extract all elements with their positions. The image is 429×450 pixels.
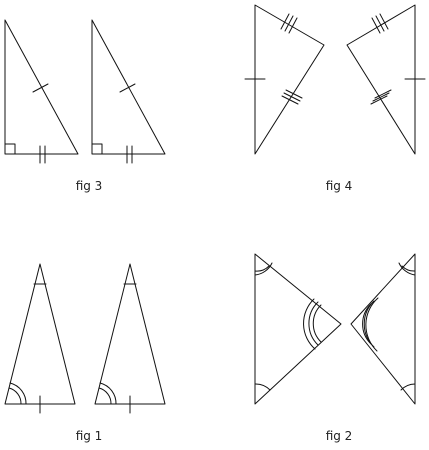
fig3-triangle-right <box>91 19 166 164</box>
tick-mark <box>379 13 389 30</box>
fig2-triangle-right <box>350 253 416 405</box>
tick-mark <box>370 95 388 105</box>
fig1-triangle-left <box>4 263 76 414</box>
fig1-group: fig 1 <box>4 263 166 443</box>
angle-arc <box>362 303 372 345</box>
right-angle-mark <box>4 143 16 155</box>
angle-arc <box>254 262 273 276</box>
fig3-triangle-left <box>4 19 79 164</box>
tick-mark <box>281 95 299 105</box>
angle-arc <box>254 383 271 391</box>
angle-arc <box>308 301 319 346</box>
angle-arc <box>312 304 322 343</box>
tick-mark <box>285 89 303 99</box>
tick-mark <box>375 15 385 32</box>
tick-mark <box>371 17 381 34</box>
fig2-group: fig 2 <box>254 253 416 443</box>
tick-mark <box>284 15 294 32</box>
angle-arc <box>303 298 316 350</box>
angle-arc <box>401 265 416 272</box>
fig4-triangle-left <box>244 4 325 155</box>
angle-arc <box>8 387 22 405</box>
fig3-group: fig 3 <box>4 19 166 193</box>
fig2-triangle-left <box>254 253 342 405</box>
tick-mark <box>372 92 390 102</box>
tick-mark <box>32 83 49 93</box>
angle-arc <box>365 297 379 352</box>
tick-mark <box>119 83 136 93</box>
tick-mark <box>283 92 301 102</box>
angle-arc <box>99 382 117 405</box>
fig2-caption: fig 2 <box>326 429 353 443</box>
tick-mark <box>288 17 298 34</box>
fig4-caption: fig 4 <box>326 179 353 193</box>
fig1-triangle-right <box>94 263 166 414</box>
tick-mark <box>280 13 290 30</box>
angle-arc <box>398 262 416 276</box>
angle-arc <box>254 265 270 272</box>
fig4-group: fig 4 <box>244 4 426 193</box>
tick-mark <box>374 89 392 99</box>
angle-arc <box>400 383 416 391</box>
fig3-caption: fig 3 <box>76 179 103 193</box>
right-angle-mark <box>91 143 103 155</box>
fig1-caption: fig 1 <box>76 429 103 443</box>
angle-arc <box>9 382 27 405</box>
fig4-triangle-right <box>346 4 426 155</box>
angle-arc <box>98 387 112 405</box>
